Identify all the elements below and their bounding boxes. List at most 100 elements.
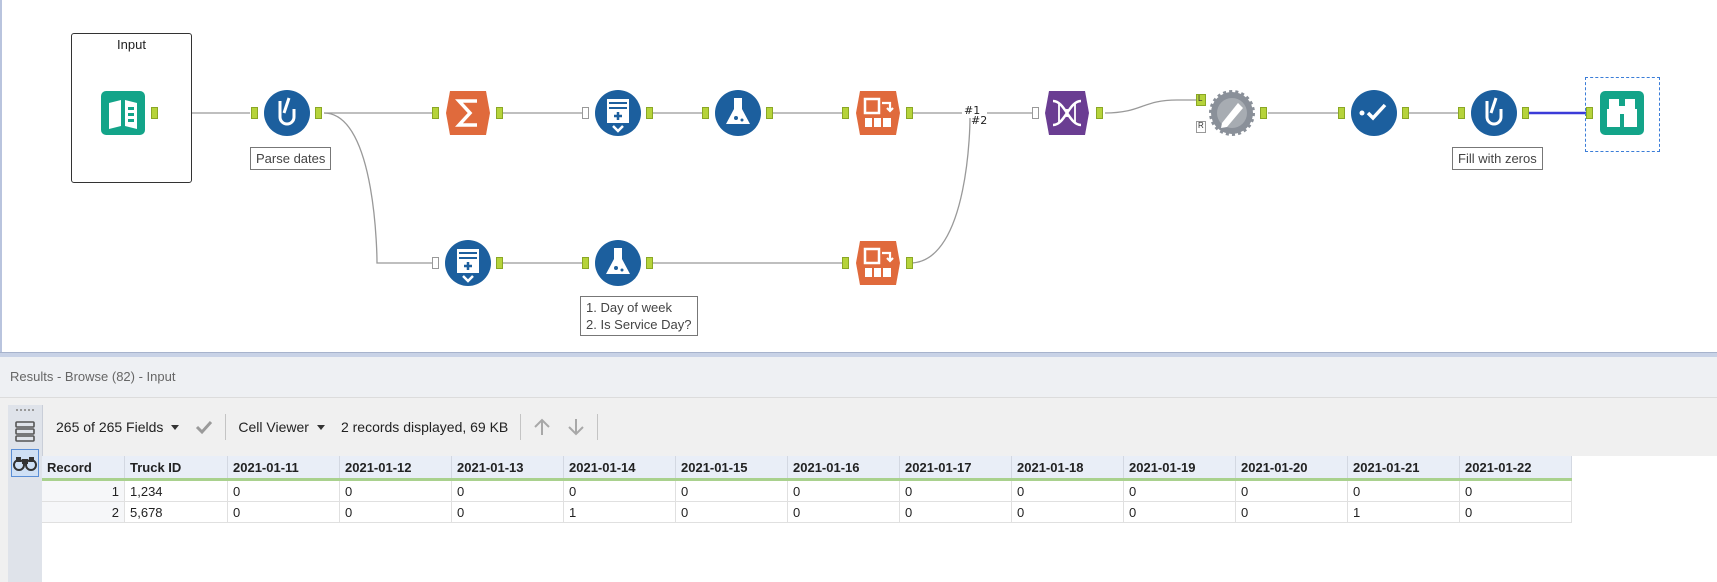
table-cell[interactable]: 0 bbox=[787, 479, 900, 502]
input-anchor[interactable] bbox=[582, 257, 589, 269]
table-cell[interactable]: 0 bbox=[1123, 501, 1236, 523]
column-header[interactable]: 2021-01-21 bbox=[1347, 456, 1460, 481]
column-header[interactable]: 2021-01-16 bbox=[787, 456, 900, 481]
join-left-anchor[interactable]: L bbox=[1196, 94, 1206, 106]
column-header[interactable]: Truck ID bbox=[124, 456, 228, 481]
output-anchor[interactable] bbox=[766, 107, 773, 119]
table-cell[interactable]: 0 bbox=[451, 501, 564, 523]
output-anchor[interactable] bbox=[496, 257, 503, 269]
cross-tab-tool-top[interactable] bbox=[854, 89, 902, 137]
input-anchor[interactable] bbox=[842, 107, 849, 119]
table-cell[interactable]: 0 bbox=[899, 479, 1012, 502]
table-cell[interactable]: 0 bbox=[675, 501, 788, 523]
column-header[interactable]: 2021-01-15 bbox=[675, 456, 788, 481]
output-anchor[interactable] bbox=[646, 257, 653, 269]
cross-tab-tool-bottom[interactable] bbox=[854, 239, 902, 287]
column-header[interactable]: 2021-01-17 bbox=[899, 456, 1012, 481]
browse-view-button[interactable] bbox=[11, 449, 39, 477]
results-grid[interactable]: Record Truck ID 2021-01-11 2021-01-12 20… bbox=[42, 456, 1717, 582]
output-anchor[interactable] bbox=[496, 107, 503, 119]
table-row[interactable]: 2 5,678 0 0 0 1 0 0 0 0 0 0 1 0 bbox=[42, 501, 1572, 523]
input-anchor[interactable] bbox=[1458, 107, 1465, 119]
table-cell[interactable]: 0 bbox=[227, 501, 340, 523]
table-cell[interactable]: 0 bbox=[1235, 479, 1348, 502]
join-tool[interactable] bbox=[1208, 89, 1256, 137]
formula-tool-fill-zeros[interactable] bbox=[1470, 89, 1518, 137]
table-cell[interactable]: 0 bbox=[451, 479, 564, 502]
chevron-down-icon bbox=[171, 424, 180, 430]
column-header[interactable]: 2021-01-11 bbox=[227, 456, 340, 481]
table-cell[interactable]: 0 bbox=[899, 501, 1012, 523]
input-anchor[interactable] bbox=[702, 107, 709, 119]
table-cell[interactable]: 1 bbox=[563, 501, 676, 523]
table-cell[interactable]: 0 bbox=[563, 479, 676, 502]
join-right-anchor[interactable]: R bbox=[1196, 121, 1206, 133]
column-header[interactable]: Record bbox=[42, 456, 125, 481]
table-cell[interactable]: 1 bbox=[1347, 501, 1460, 523]
table-cell[interactable]: 0 bbox=[1459, 501, 1572, 523]
table-cell[interactable]: 0 bbox=[1011, 479, 1124, 502]
output-anchor[interactable] bbox=[906, 257, 913, 269]
annotation-fill-zeros: Fill with zeros bbox=[1452, 147, 1543, 170]
formula-tool-parse-dates[interactable] bbox=[263, 89, 311, 137]
browse-tool[interactable] bbox=[1598, 89, 1646, 137]
fields-dropdown[interactable]: 265 of 265 Fields bbox=[48, 412, 187, 442]
panel-splitter[interactable] bbox=[0, 352, 1717, 357]
output-anchor[interactable] bbox=[906, 107, 913, 119]
input-anchor[interactable] bbox=[1032, 107, 1039, 119]
column-header[interactable]: 2021-01-14 bbox=[563, 456, 676, 481]
output-anchor[interactable] bbox=[1260, 107, 1267, 119]
formula-tool-bottom[interactable] bbox=[594, 239, 642, 287]
table-cell[interactable]: 0 bbox=[1347, 479, 1460, 502]
input-anchor[interactable] bbox=[842, 257, 849, 269]
input-anchor[interactable] bbox=[1338, 107, 1345, 119]
generate-rows-tool-top[interactable] bbox=[594, 89, 642, 137]
apply-button[interactable] bbox=[187, 412, 221, 442]
input-anchor[interactable] bbox=[582, 107, 589, 119]
input-anchor[interactable] bbox=[1586, 107, 1593, 119]
header-row: Record Truck ID 2021-01-11 2021-01-12 20… bbox=[42, 456, 1572, 481]
table-cell[interactable]: 0 bbox=[339, 501, 452, 523]
generate-rows-tool-bottom[interactable] bbox=[444, 239, 492, 287]
input-anchor[interactable] bbox=[251, 107, 258, 119]
summarize-tool[interactable] bbox=[444, 89, 492, 137]
table-cell[interactable]: 0 bbox=[227, 479, 340, 502]
sort-down-button[interactable] bbox=[559, 412, 593, 442]
column-header[interactable]: 2021-01-19 bbox=[1123, 456, 1236, 481]
input-anchor[interactable] bbox=[432, 107, 439, 119]
table-cell[interactable]: 0 bbox=[675, 479, 788, 502]
output-anchor[interactable] bbox=[1522, 107, 1529, 119]
column-header[interactable]: 2021-01-13 bbox=[451, 456, 564, 481]
output-anchor[interactable] bbox=[151, 107, 158, 119]
table-cell[interactable]: 0 bbox=[339, 479, 452, 502]
output-anchor[interactable] bbox=[1402, 107, 1409, 119]
cell-viewer-dropdown[interactable]: Cell Viewer bbox=[230, 412, 333, 442]
formula-tool-top[interactable] bbox=[714, 89, 762, 137]
column-header[interactable]: 2021-01-22 bbox=[1459, 456, 1572, 481]
table-cell[interactable]: 0 bbox=[787, 501, 900, 523]
table-row[interactable]: 1 1,234 0 0 0 0 0 0 0 0 0 0 0 0 bbox=[42, 479, 1572, 502]
input-data-tool[interactable] bbox=[99, 89, 147, 137]
table-cell[interactable]: 0 bbox=[1459, 479, 1572, 502]
sort-up-button[interactable] bbox=[525, 412, 559, 442]
transpose-tool[interactable] bbox=[1043, 89, 1091, 137]
input-anchor[interactable] bbox=[432, 257, 439, 269]
column-header[interactable]: 2021-01-20 bbox=[1235, 456, 1348, 481]
table-cell[interactable]: 0 bbox=[1011, 501, 1124, 523]
column-header[interactable]: 2021-01-12 bbox=[339, 456, 452, 481]
output-anchor[interactable] bbox=[1096, 107, 1103, 119]
table-cell[interactable]: 5,678 bbox=[124, 501, 228, 523]
chevron-down-icon bbox=[316, 424, 325, 430]
output-anchor[interactable] bbox=[315, 107, 322, 119]
generate-rows-icon bbox=[445, 240, 491, 286]
rail-grip[interactable] bbox=[16, 409, 34, 411]
table-cell[interactable]: 0 bbox=[1235, 501, 1348, 523]
table-cell[interactable]: 0 bbox=[1123, 479, 1236, 502]
workflow-canvas[interactable]: Input Parse dates bbox=[0, 0, 1717, 352]
column-header[interactable]: 2021-01-18 bbox=[1011, 456, 1124, 481]
select-tool[interactable] bbox=[1350, 89, 1398, 137]
table-cell[interactable]: 1,234 bbox=[124, 479, 228, 502]
arrow-up-icon bbox=[534, 418, 550, 435]
output-anchor[interactable] bbox=[646, 107, 653, 119]
table-view-button[interactable] bbox=[11, 417, 39, 445]
